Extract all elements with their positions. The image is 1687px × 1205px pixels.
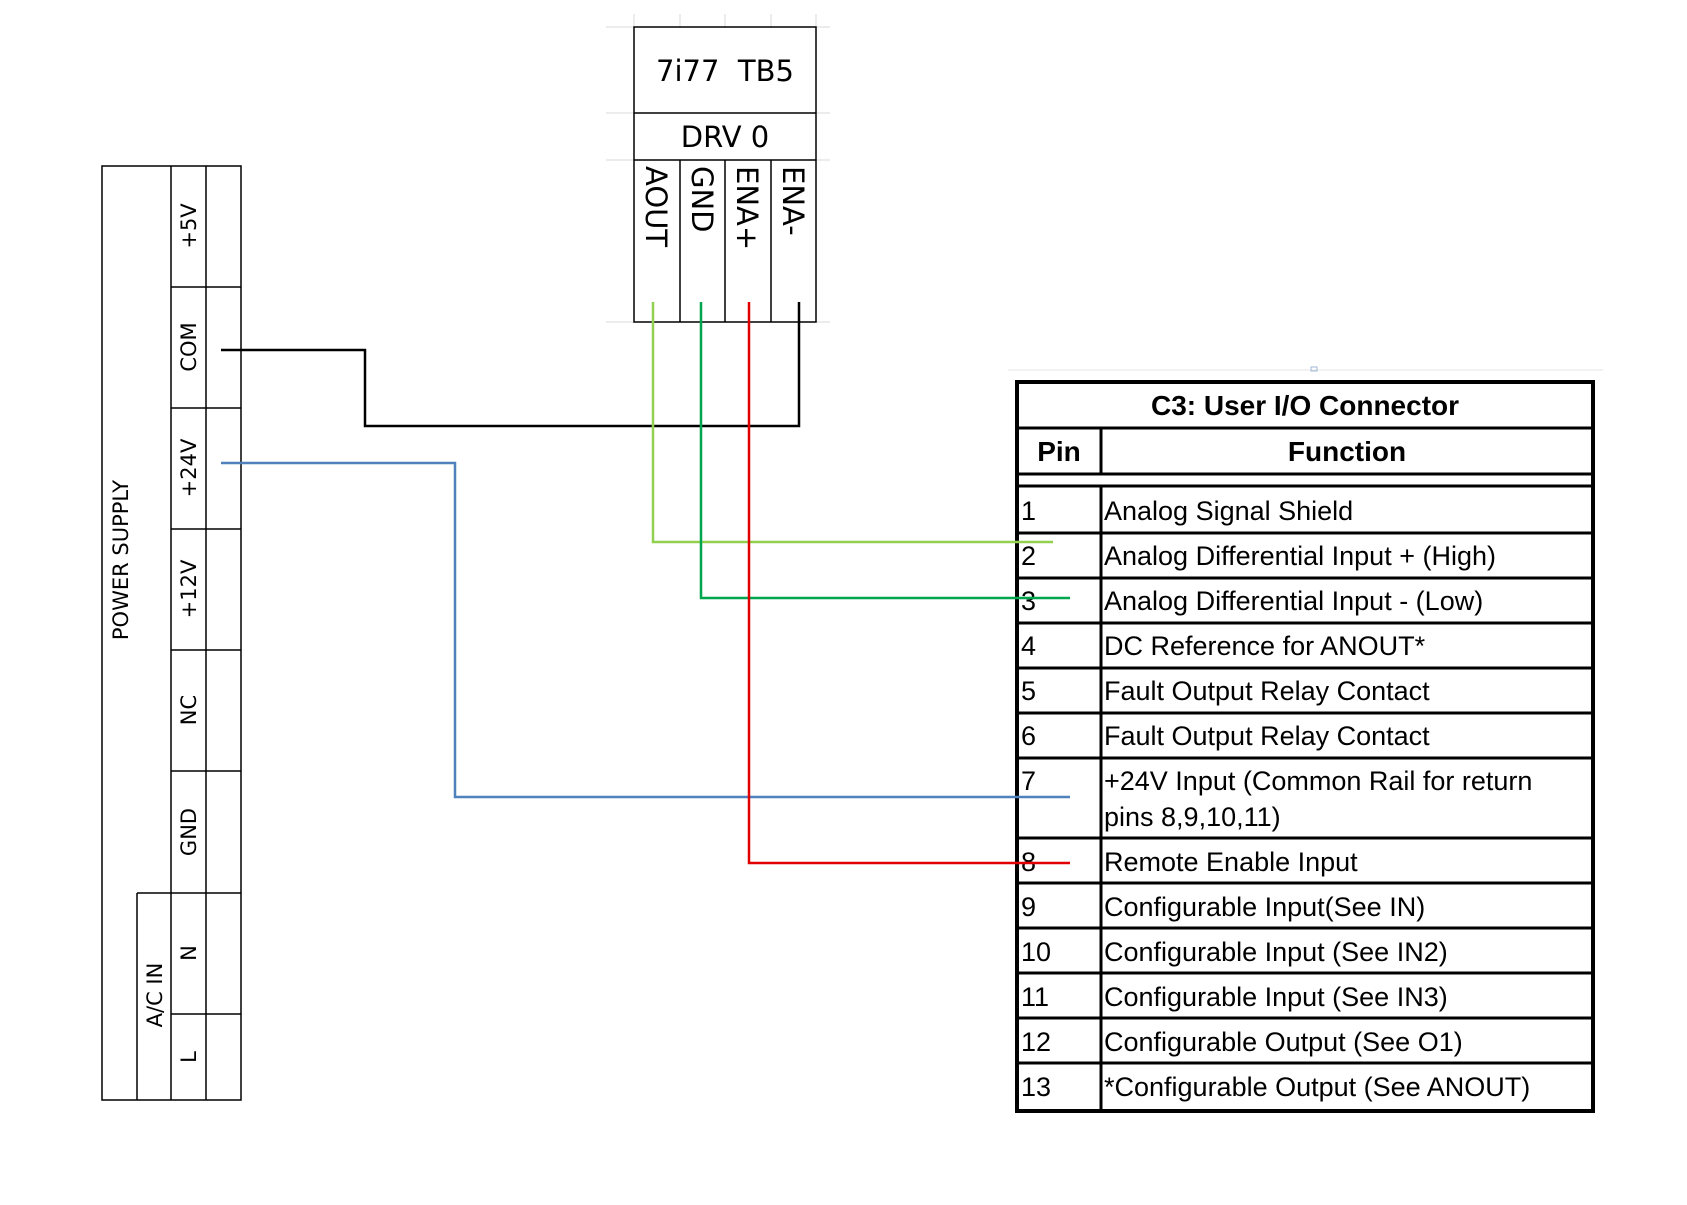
pin-function: Fault Output Relay Contact bbox=[1104, 676, 1430, 706]
tb5-pin-gnd: GND bbox=[685, 166, 719, 233]
wire-com-to-ena-minus bbox=[221, 302, 801, 428]
pin-function: Configurable Input (See IN2) bbox=[1104, 937, 1448, 967]
pin-function: Analog Differential Input + (High) bbox=[1104, 541, 1496, 571]
pin-function: Configurable Output (See O1) bbox=[1104, 1027, 1463, 1057]
ac-in-label: A/C IN bbox=[143, 963, 167, 1028]
pin-number: 4 bbox=[1021, 631, 1036, 661]
ps-terminal-com: COM bbox=[177, 322, 201, 371]
ps-terminal-nc: NC bbox=[177, 695, 201, 725]
power-supply-block: POWER SUPPLY A/C IN +5V COM +24V +12V NC… bbox=[101, 165, 242, 1101]
pin-number: 1 bbox=[1021, 496, 1036, 526]
pin-function: Configurable Input (See IN3) bbox=[1104, 982, 1448, 1012]
power-supply-label: POWER SUPPLY bbox=[109, 480, 133, 640]
tb5-pin-labels: AOUT GND ENA+ ENA- bbox=[639, 166, 810, 250]
wire-aout-to-pin2 bbox=[651, 302, 1053, 544]
wire-24v-to-pin7 bbox=[221, 461, 1070, 799]
pin-function: Configurable Input(See IN) bbox=[1104, 892, 1425, 922]
tb5-title: 7i77 TB5 bbox=[656, 54, 794, 88]
c3-connector-table: C3: User I/O Connector Pin Function 1 An… bbox=[1008, 366, 1603, 1113]
pin-function: Fault Output Relay Contact bbox=[1104, 721, 1430, 751]
pin-number: 6 bbox=[1021, 721, 1036, 751]
pin-number: 5 bbox=[1021, 676, 1036, 706]
connector-col-pin: Pin bbox=[1037, 436, 1081, 467]
ps-terminal-gnd: GND bbox=[177, 808, 201, 856]
ps-terminal-n: N bbox=[177, 945, 201, 961]
connector-title: C3: User I/O Connector bbox=[1151, 390, 1459, 421]
pin-number: 9 bbox=[1021, 892, 1036, 922]
wire-gnd-to-pin3 bbox=[699, 302, 1070, 600]
tb5-pin-aout: AOUT bbox=[639, 166, 673, 247]
connector-col-function: Function bbox=[1288, 436, 1406, 467]
pin-number: 12 bbox=[1021, 1027, 1051, 1057]
tb5-pin-ena-minus: ENA- bbox=[776, 166, 810, 236]
pin-function: *Configurable Output (See ANOUT) bbox=[1104, 1072, 1530, 1102]
pin-function-cont: pins 8,9,10,11) bbox=[1104, 802, 1281, 832]
pin-number: 7 bbox=[1021, 766, 1036, 796]
pin-function: Analog Differential Input - (Low) bbox=[1104, 586, 1483, 616]
pin-number: 3 bbox=[1021, 586, 1036, 616]
tb5-terminal-block: 7i77 TB5 DRV 0 AOUT GND ENA+ ENA- bbox=[606, 14, 830, 323]
tb5-drive-label: DRV 0 bbox=[681, 120, 769, 154]
pin-number: 2 bbox=[1021, 541, 1036, 571]
pin-function: Analog Signal Shield bbox=[1104, 496, 1353, 526]
pin-number: 11 bbox=[1021, 982, 1049, 1012]
wire-ena-plus-to-pin8 bbox=[747, 302, 1070, 865]
pin-function: +24V Input (Common Rail for return bbox=[1104, 766, 1532, 796]
pin-number: 10 bbox=[1021, 937, 1051, 967]
pin-function: DC Reference for ANOUT* bbox=[1104, 631, 1426, 661]
ps-terminal-l: L bbox=[177, 1051, 201, 1063]
tb5-pin-ena-plus: ENA+ bbox=[730, 166, 764, 250]
ps-terminal-5v: +5V bbox=[177, 203, 201, 249]
pin-function: Remote Enable Input bbox=[1104, 847, 1358, 877]
ps-terminal-24v: +24V bbox=[177, 438, 201, 497]
pin-number: 13 bbox=[1021, 1072, 1051, 1102]
ps-terminal-12v: +12V bbox=[177, 559, 201, 618]
